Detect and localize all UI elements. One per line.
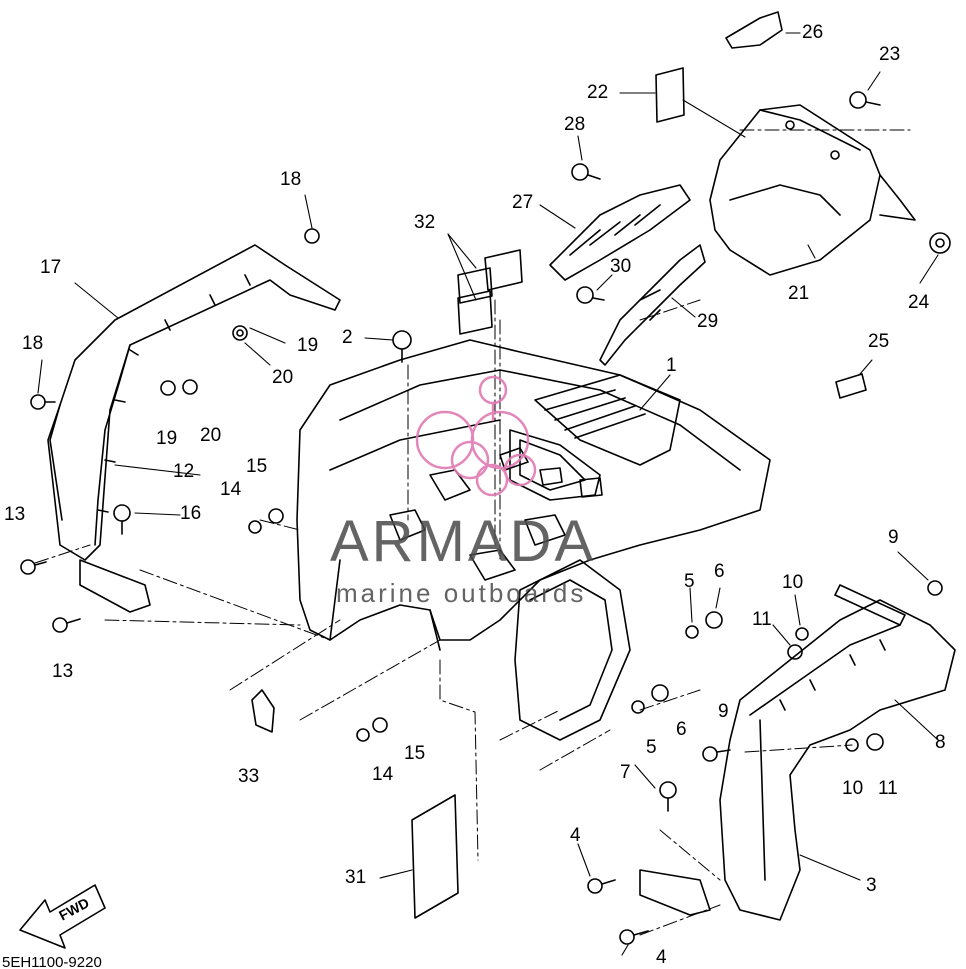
part-25-pad <box>835 373 867 399</box>
part-front-cover <box>709 104 916 276</box>
fasteners <box>20 91 951 945</box>
part-bracket-27 <box>549 184 691 281</box>
part-26-clip <box>725 11 783 49</box>
callout-30: 30 <box>610 256 632 277</box>
callout-19-left: 19 <box>156 428 178 449</box>
callout-18-left: 18 <box>22 333 44 354</box>
callout-11-lower: 11 <box>878 778 898 799</box>
callout-1: 1 <box>666 355 677 376</box>
callout-4-lower: 4 <box>656 947 667 968</box>
callout-15-lower: 15 <box>404 743 426 764</box>
callout-20: 20 <box>272 367 294 388</box>
callout-8: 8 <box>935 732 946 753</box>
callout-6: 6 <box>714 561 725 582</box>
callout-27: 27 <box>512 192 534 213</box>
callout-13-lower: 13 <box>52 661 74 682</box>
callout-22: 22 <box>587 82 609 103</box>
callout-3: 3 <box>866 875 877 896</box>
callout-28: 28 <box>564 114 586 135</box>
callout-26: 26 <box>802 22 824 43</box>
part-22-label <box>655 67 685 123</box>
callout-29: 29 <box>697 311 719 332</box>
callout-4: 4 <box>570 825 581 846</box>
callout-5: 5 <box>684 571 695 592</box>
callout-20-left: 20 <box>200 425 222 446</box>
leader-lines <box>37 32 939 956</box>
callout-17: 17 <box>40 257 62 278</box>
callout-32: 32 <box>414 212 436 233</box>
part-31-label <box>411 794 459 919</box>
callout-19: 19 <box>297 335 319 356</box>
part-32-labels <box>457 249 523 335</box>
callout-5-lower: 5 <box>646 737 657 758</box>
part-bracket-29 <box>599 244 706 366</box>
callout-13: 13 <box>4 504 26 525</box>
callout-15: 15 <box>246 456 268 477</box>
callout-6-lower: 6 <box>676 719 687 740</box>
callout-31: 31 <box>345 867 367 888</box>
callout-10: 10 <box>782 572 804 593</box>
callout-23: 23 <box>879 44 901 65</box>
callout-21: 21 <box>788 283 810 304</box>
callout-12: 12 <box>173 461 195 482</box>
phantom-lines <box>34 129 911 936</box>
callout-16: 16 <box>180 503 202 524</box>
callout-7: 7 <box>620 762 631 783</box>
watermark-title: ARMADA <box>330 509 597 574</box>
callout-11: 11 <box>752 609 772 630</box>
fwd-arrow-icon <box>19 884 106 949</box>
callout-25: 25 <box>868 331 890 352</box>
part-left-mudguard <box>47 244 341 613</box>
part-rear-fender <box>296 339 771 741</box>
callout-14-lower: 14 <box>372 764 394 785</box>
callout-18: 18 <box>280 169 302 190</box>
callout-24: 24 <box>908 292 930 313</box>
callout-10-lower: 10 <box>842 778 864 799</box>
callout-2: 2 <box>342 327 353 348</box>
part-33-label <box>251 689 275 733</box>
callout-9: 9 <box>888 527 899 548</box>
callout-9-lower: 9 <box>718 701 729 722</box>
catalog-number: 5EH1100-9220 <box>2 954 102 969</box>
callout-14: 14 <box>220 479 242 500</box>
watermark-subtitle: marine outboards <box>336 578 587 608</box>
callout-33: 33 <box>238 766 260 787</box>
watermark-emblem <box>415 375 537 497</box>
